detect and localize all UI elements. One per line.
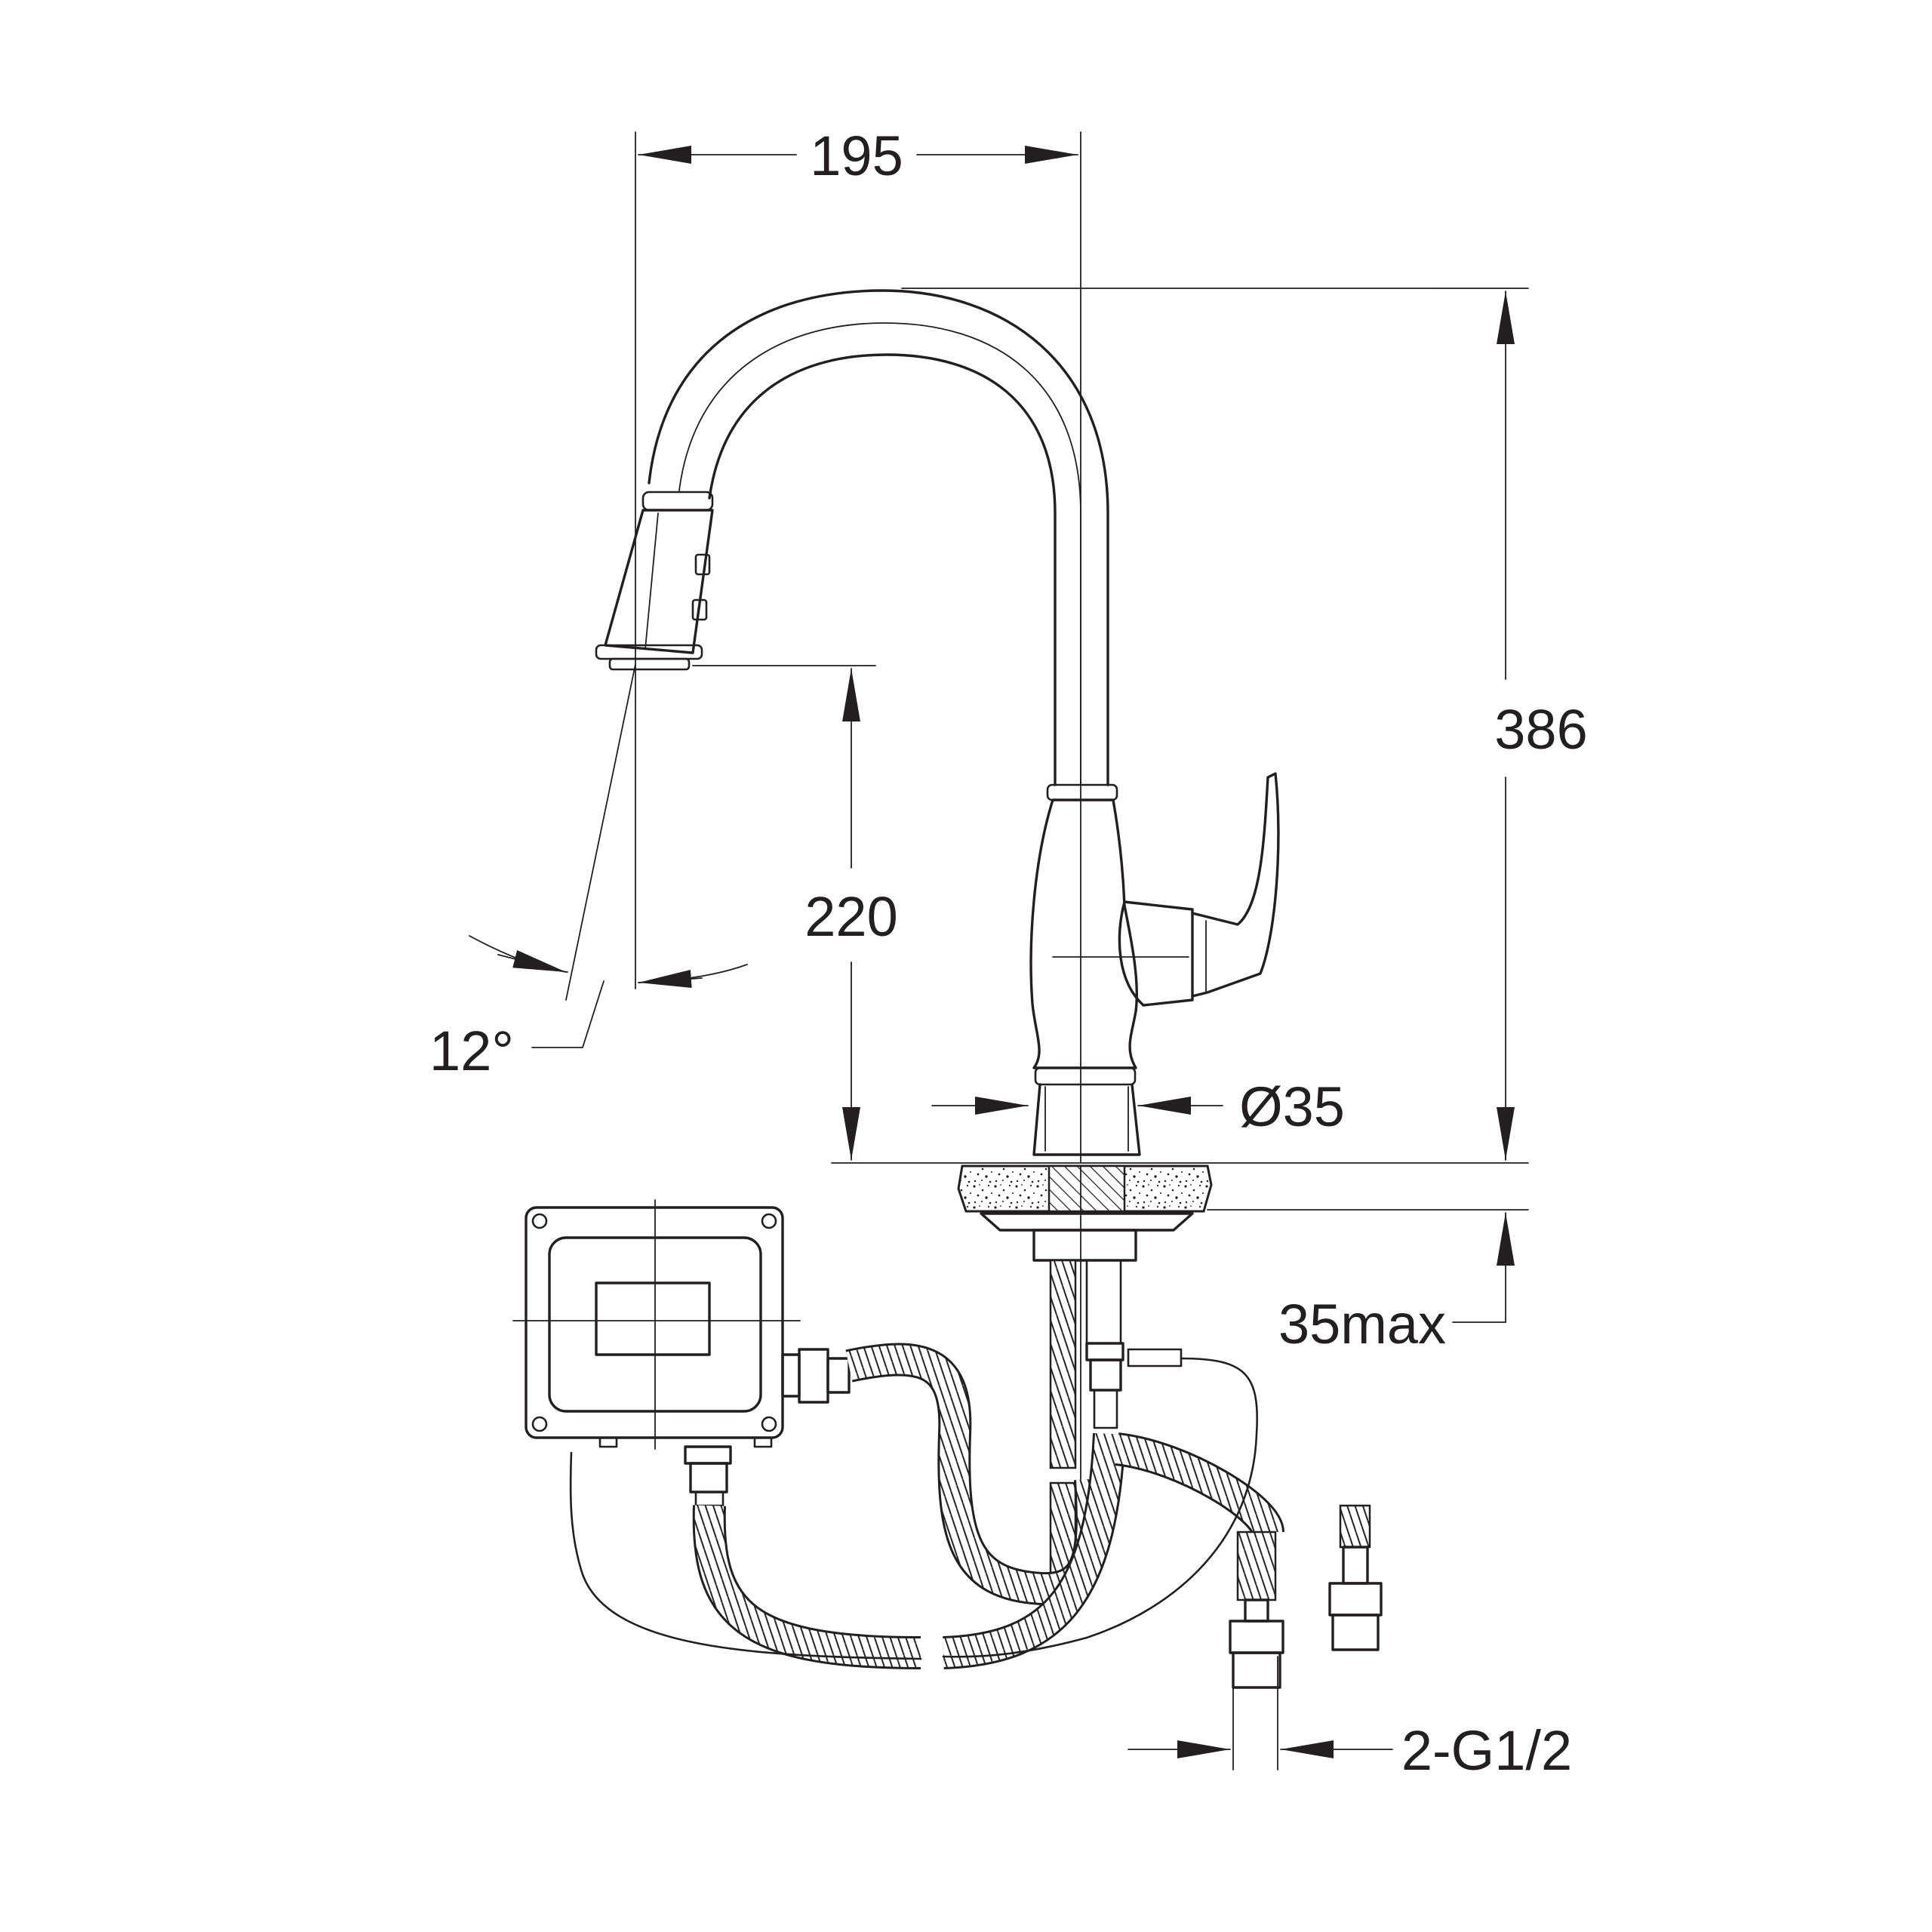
countertop	[957, 1164, 1213, 1262]
spray-button-top	[694, 553, 711, 576]
faucet-handle	[1118, 772, 1280, 1007]
dimension-height: 386	[831, 288, 1588, 1164]
inlet-hose-upper	[1049, 1259, 1077, 1469]
hose-box-bottom	[694, 1505, 921, 1667]
pullout-hose-nut-1	[1085, 1342, 1124, 1361]
angle-arc-left	[469, 935, 568, 973]
mounting-nut	[1032, 1229, 1137, 1262]
control-box-screw-tr	[761, 1213, 777, 1229]
mounting-plate	[980, 1212, 1194, 1232]
internal-hoses	[1049, 1165, 1124, 1586]
inlet-right-nut-3	[1331, 1614, 1380, 1651]
inlet-left-nut-2	[1229, 1620, 1284, 1654]
body-base-ring	[1034, 1066, 1137, 1086]
control-box-screw-tl	[531, 1213, 548, 1229]
spout-height-label: 220	[804, 885, 897, 948]
box-bottom-fitting-1	[684, 1445, 732, 1465]
height-label: 386	[1494, 698, 1587, 761]
angle-arrow-right	[638, 970, 703, 988]
handle-hub	[1118, 900, 1194, 1007]
inlet-left-nut-1	[1244, 1598, 1269, 1623]
faucet-body	[1029, 783, 1189, 1156]
dimension-connections: 2-G1/2	[1128, 1656, 1572, 1782]
control-box-window	[595, 1281, 711, 1356]
spout-outer-curve	[648, 289, 1109, 786]
spray-button-bottom	[691, 598, 708, 621]
control-box-tab-1	[598, 1436, 618, 1448]
sensor-wire-plug	[1127, 1348, 1183, 1367]
pullout-hose-nut-2	[1089, 1358, 1122, 1392]
control-box-screw-br	[761, 1416, 777, 1432]
angle-arc-right	[638, 964, 748, 983]
spout-inner-curve	[708, 353, 1057, 786]
body-shell	[1029, 798, 1139, 1069]
angle-tilted-line	[565, 663, 636, 1001]
angle-label: 12°	[429, 1020, 514, 1082]
spray-ring	[641, 491, 714, 512]
dimension-deck-thickness: 35max	[1207, 1131, 1529, 1355]
hose-return	[943, 1433, 1124, 1667]
hose-inlet-right	[1115, 1435, 1282, 1535]
inlet-connector-right	[1328, 1504, 1383, 1651]
sensor-wire-return	[569, 1451, 922, 1660]
control-box-tab-2	[753, 1436, 773, 1448]
spray-body-line	[645, 512, 659, 650]
box-side-fitting-1	[781, 1353, 801, 1398]
pullout-hose-fitting	[1093, 1389, 1118, 1429]
angle-leader	[531, 980, 605, 1048]
dimension-spout-height: 220	[692, 665, 898, 1161]
connections-label: 2-G1/2	[1401, 1719, 1572, 1782]
inlet-right-hose-stub	[1339, 1504, 1371, 1549]
inlet-right-nut-2	[1328, 1582, 1383, 1617]
reach-label: 195	[810, 125, 903, 187]
angle-arrow-left	[497, 950, 567, 973]
box-bottom-fitting-3	[694, 1491, 724, 1507]
spray-nozzle	[608, 657, 691, 671]
inlet-right-nut-1	[1342, 1546, 1369, 1585]
diameter-label: Ø35	[1239, 1075, 1345, 1138]
spray-head	[595, 491, 714, 671]
control-box-outer	[525, 1206, 784, 1439]
spray-body	[604, 509, 714, 654]
dimension-reach: 195	[635, 125, 1081, 1163]
dimension-angle: 12°	[429, 663, 748, 1082]
handle-lever	[1191, 772, 1280, 998]
box-side-fitting-2	[798, 1348, 829, 1404]
inlet-connector-left	[1229, 1531, 1284, 1689]
control-box	[512, 1199, 851, 1507]
deck-thickness-label: 35max	[1278, 1293, 1446, 1355]
sensor-wire	[942, 1357, 1258, 1658]
pullout-hose-stem	[1085, 1259, 1122, 1345]
box-side-fitting-3	[826, 1357, 851, 1394]
spout-center-curve	[678, 322, 1081, 786]
inlet-left-hose-stub	[1236, 1531, 1277, 1601]
control-box-screw-bl	[531, 1416, 548, 1432]
shank-section	[1048, 1164, 1126, 1213]
faucet-spout	[648, 289, 1109, 786]
body-base	[1032, 1083, 1141, 1156]
body-collar	[1046, 783, 1118, 801]
inlet-left-nut-3	[1232, 1651, 1281, 1689]
box-bottom-fitting-2	[689, 1462, 728, 1494]
dimension-diameter: Ø35	[931, 1075, 1345, 1138]
braided-hoses	[569, 1343, 1284, 1669]
